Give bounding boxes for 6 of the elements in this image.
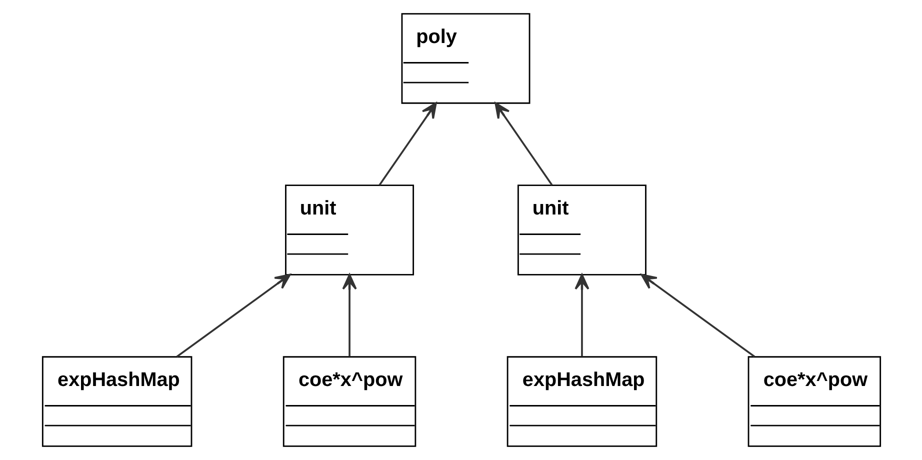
arrow: [342, 274, 356, 357]
arrow: [378, 102, 436, 186]
arrow: [574, 274, 589, 357]
arrow: [176, 274, 290, 358]
arrow: [494, 102, 552, 186]
arrow: [640, 274, 755, 358]
